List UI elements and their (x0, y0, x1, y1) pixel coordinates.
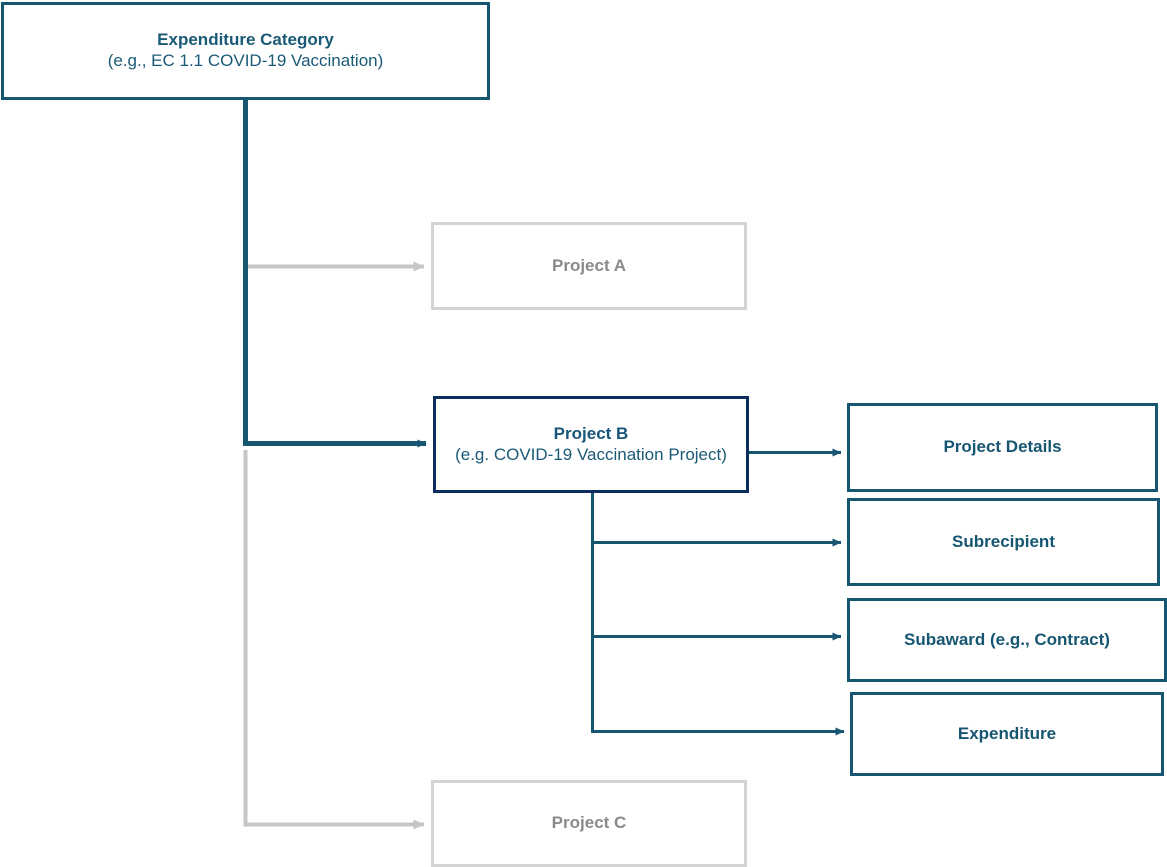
node-expenditure[interactable]: Expenditure (850, 692, 1164, 776)
node-expenditure-title: Expenditure (957, 723, 1057, 743)
node-project-c[interactable]: Project C (431, 780, 747, 867)
node-expenditure-category-subtitle: (e.g., EC 1.1 COVID-19 Vaccination) (107, 51, 384, 70)
edge-project-b-to-expenditure (591, 636, 845, 736)
node-subaward-title: Subaward (e.g., Contract) (904, 629, 1110, 649)
edge-project-b-to-subrecipient (591, 493, 842, 547)
node-project-a[interactable]: Project A (431, 222, 747, 310)
node-project-details[interactable]: Project Details (847, 403, 1158, 492)
edge-project-b-to-subaward (591, 542, 842, 641)
edge-root-to-project-c (243, 450, 425, 830)
node-expenditure-category[interactable]: Expenditure Category (e.g., EC 1.1 COVID… (1, 2, 490, 100)
node-project-c-title: Project C (551, 813, 627, 833)
node-project-b-title: Project B (553, 423, 629, 443)
node-subrecipient-title: Subrecipient (952, 531, 1055, 551)
node-project-b-subtitle: (e.g. COVID-19 Vaccination Project) (455, 444, 727, 464)
node-subrecipient[interactable]: Subrecipient (847, 498, 1160, 586)
node-project-details-title: Project Details (943, 437, 1062, 457)
node-subaward[interactable]: Subaward (e.g., Contract) (847, 598, 1167, 682)
edge-root-to-project-b (243, 99, 427, 448)
node-project-b[interactable]: Project B (e.g. COVID-19 Vaccination Pro… (433, 396, 749, 493)
node-expenditure-category-title: Expenditure Category (157, 30, 334, 50)
node-project-a-title: Project A (551, 255, 626, 275)
